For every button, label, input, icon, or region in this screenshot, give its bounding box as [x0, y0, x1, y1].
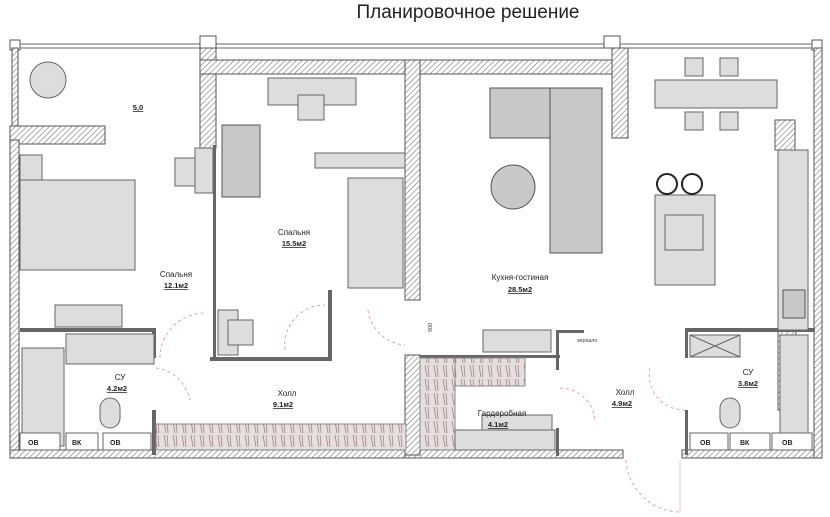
bath2-area: 3.8м2 — [738, 379, 758, 388]
balcony-glazing — [9, 35, 823, 51]
wardrobe-rack-vertical — [419, 357, 456, 451]
dimension-label: 900 — [428, 323, 434, 332]
hall2-name: Холл — [616, 388, 635, 397]
bathtub — [21, 347, 65, 447]
kitchen-sink — [782, 289, 806, 319]
single-bed — [347, 177, 404, 289]
mirror-label: зеркало — [577, 338, 598, 344]
bath1-sink — [65, 333, 155, 365]
double-bed — [19, 179, 136, 271]
wardrobe-rack-top — [454, 357, 526, 387]
bath2-counter — [779, 334, 809, 436]
kitchen-living-area: 28.5м2 — [508, 285, 532, 294]
riser-boxes: ОВ ВК ОВ ОВ ВК ОВ — [19, 432, 813, 451]
bath2-name: СУ — [743, 368, 755, 377]
toilet1 — [99, 397, 121, 429]
bath1-name: СУ — [115, 373, 127, 382]
bedroom1-area: 12.1м2 — [164, 281, 188, 290]
kitchen-living-name: Кухня-гостиная — [492, 273, 549, 282]
dining-table — [654, 79, 778, 109]
riser-label: ОВ — [782, 440, 793, 447]
riser-label: ОВ — [110, 440, 121, 447]
coffee-table — [490, 164, 536, 210]
hall-wardrobe-rack — [155, 423, 407, 451]
balcony-area: 5,0 — [133, 103, 143, 112]
hall1-name: Холл — [278, 389, 297, 398]
bath1-area: 4.2м2 — [107, 384, 127, 393]
wardrobe-area: 4.1м2 — [488, 420, 508, 429]
hall1-area: 9.1м2 — [273, 400, 293, 409]
sofa — [221, 124, 261, 198]
bedroom1-name: Спальня — [160, 270, 192, 279]
bedroom2-area: 15.5м2 — [282, 239, 306, 248]
hall2-area: 4.9м2 — [612, 399, 632, 408]
round-table — [29, 61, 67, 99]
toilet2 — [719, 397, 741, 429]
riser-label: ОВ — [28, 440, 39, 447]
door-swings — [155, 304, 686, 513]
riser-label: ВК — [740, 440, 750, 447]
bedroom2-name: Спальня — [278, 228, 310, 237]
plan-title: Планировочное решение — [357, 2, 580, 23]
wardrobe-name: Гардеробная — [478, 409, 526, 418]
riser-label: ОВ — [700, 440, 711, 447]
furniture — [19, 57, 809, 451]
riser-label: ВК — [72, 440, 82, 447]
